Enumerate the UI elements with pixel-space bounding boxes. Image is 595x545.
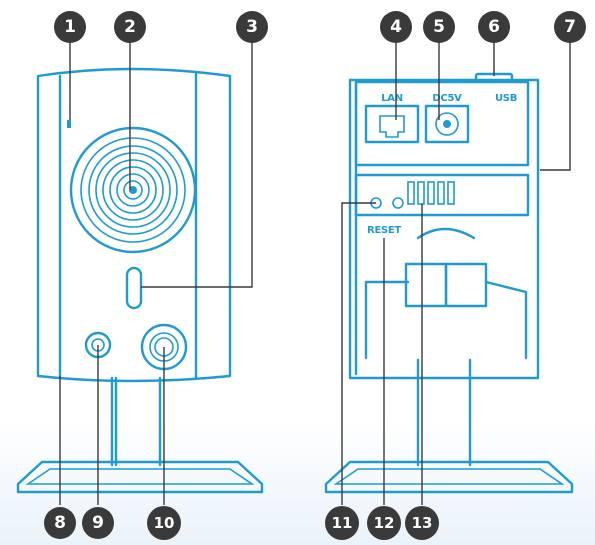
callout-10: 10 — [147, 506, 181, 540]
microphone-slot — [125, 266, 143, 310]
rear-indicator-button — [392, 197, 404, 209]
lan-label: LAN — [381, 93, 403, 104]
status-led — [67, 120, 71, 128]
callout-8: 8 — [44, 507, 76, 539]
hinge-block-left — [404, 262, 448, 308]
svg-text:9: 9 — [92, 513, 104, 533]
mount-dome — [416, 227, 476, 240]
usb-label: USB — [495, 93, 517, 104]
callout-7: 7 — [554, 11, 586, 43]
svg-text:10: 10 — [154, 514, 175, 532]
svg-text:7: 7 — [564, 17, 576, 37]
svg-text:3: 3 — [246, 17, 258, 37]
svg-text:2: 2 — [124, 17, 136, 37]
callout-11: 11 — [325, 506, 359, 540]
front-camera-body — [36, 67, 232, 383]
rear-view: LAN DC5V USB RESET — [324, 72, 574, 494]
callout-4: 4 — [380, 11, 412, 43]
callout-2: 2 — [114, 11, 146, 43]
rear-base-inner — [333, 468, 565, 485]
callout-3: 3 — [236, 11, 268, 43]
svg-text:13: 13 — [412, 514, 433, 532]
reset-label: RESET — [367, 225, 401, 236]
port-panel — [354, 80, 530, 167]
leader-11 — [341, 202, 376, 505]
front-view — [16, 67, 264, 494]
dc5v-label: DC5V — [432, 93, 462, 104]
callout-1: 1 — [54, 11, 86, 43]
lan-port — [364, 104, 420, 144]
mount-bracket — [364, 280, 528, 360]
front-base — [16, 460, 264, 494]
rear-base — [324, 460, 574, 494]
front-stand-neck — [110, 376, 162, 467]
callout-6: 6 — [478, 11, 510, 43]
svg-text:11: 11 — [332, 514, 353, 532]
callout-badges: 1 2 3 4 5 6 7 8 9 10 11 12 13 — [44, 11, 586, 540]
callout-12: 12 — [367, 506, 401, 540]
camera-lens — [69, 126, 197, 254]
leader-3 — [141, 42, 253, 288]
hinge-block-right — [444, 262, 488, 308]
callout-13: 13 — [405, 506, 439, 540]
svg-text:4: 4 — [390, 17, 402, 37]
rear-stand-neck — [416, 358, 472, 467]
dc-power-jack — [424, 104, 470, 144]
leader-7 — [540, 42, 571, 171]
svg-text:8: 8 — [54, 513, 66, 533]
switch-panel — [354, 173, 530, 217]
svg-text:1: 1 — [64, 17, 76, 37]
svg-text:5: 5 — [433, 17, 445, 37]
front-base-inner — [25, 468, 255, 485]
leader-lines — [59, 42, 571, 505]
callout-5: 5 — [423, 11, 455, 43]
callout-9: 9 — [82, 507, 114, 539]
dip-switches — [407, 181, 455, 205]
svg-text:12: 12 — [374, 514, 395, 532]
svg-text:6: 6 — [488, 17, 500, 37]
